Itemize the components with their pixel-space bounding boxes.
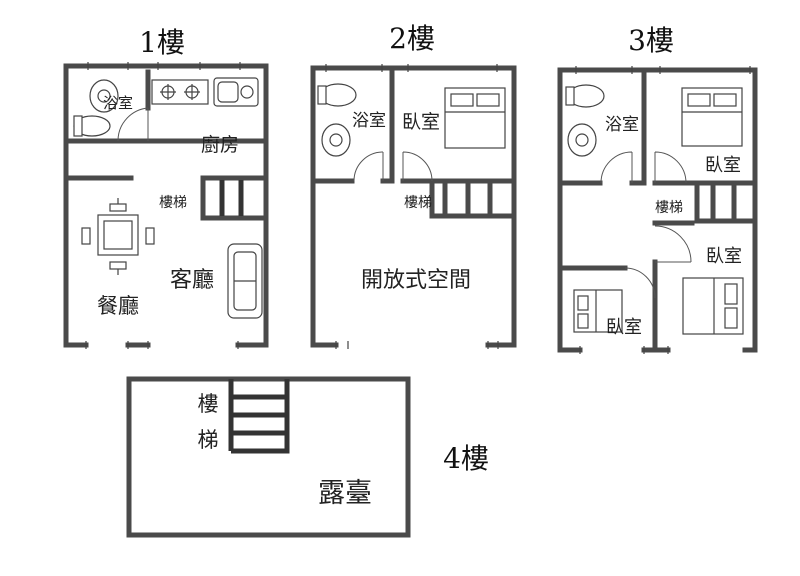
bedroom-label: 臥室 xyxy=(606,317,642,338)
stairs-label-top: 樓 xyxy=(198,392,219,416)
bathroom-label: 浴室 xyxy=(103,94,133,112)
floor-1-title: 1樓 xyxy=(139,26,185,59)
dining-table-icon xyxy=(81,198,155,275)
bed-icon xyxy=(681,87,743,147)
bathroom-label: 浴室 xyxy=(605,115,639,135)
floor-3: 3樓 浴室 臥室 xyxy=(557,24,758,354)
sofa-icon xyxy=(227,243,263,319)
bed-icon xyxy=(444,87,506,149)
bathroom-label: 浴室 xyxy=(352,111,386,131)
floor-2: 2樓 浴室 臥室 樓梯 開放式空間 xyxy=(310,22,517,349)
open-space-label: 開放式空間 xyxy=(361,268,471,293)
bed-icon xyxy=(682,277,744,335)
living-room-label: 客廳 xyxy=(170,268,214,293)
sink-icon xyxy=(89,79,119,113)
stove-icon xyxy=(151,79,209,105)
floor-4-title: 4樓 xyxy=(443,442,489,475)
stairs-label: 樓梯 xyxy=(404,195,432,211)
sink-icon xyxy=(321,123,351,157)
floor-2-title: 2樓 xyxy=(389,22,435,55)
bed-icon xyxy=(573,289,623,333)
floor-4: 樓 梯 露臺 4樓 xyxy=(126,376,489,538)
kitchen-label: 廚房 xyxy=(201,133,239,156)
stairs-label: 樓梯 xyxy=(655,200,683,216)
bedroom-label: 臥室 xyxy=(705,155,741,176)
stairs-1 xyxy=(219,180,244,216)
stairs-label-bottom: 梯 xyxy=(198,428,219,452)
floor-1: 1樓 xyxy=(63,26,269,349)
kitchen-sink-icon xyxy=(213,77,259,107)
dining-room-label: 餐廳 xyxy=(97,294,139,318)
floor-3-title: 3樓 xyxy=(628,24,674,57)
sink-icon xyxy=(567,123,597,157)
terrace-label: 露臺 xyxy=(318,478,372,509)
bedroom-label: 臥室 xyxy=(706,246,742,267)
stairs-label: 樓梯 xyxy=(159,195,187,211)
bedroom-label: 臥室 xyxy=(402,111,440,133)
